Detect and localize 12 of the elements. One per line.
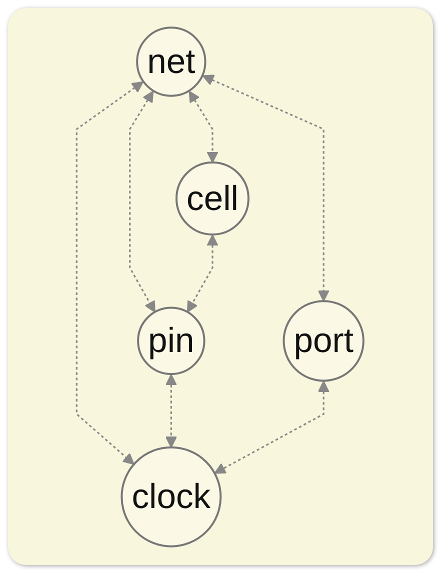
arrow: [166, 374, 178, 448]
arrow: [130, 90, 156, 312]
node-circle: port: [283, 300, 365, 382]
arrow: [189, 90, 219, 162]
node-circle: clock: [121, 446, 222, 547]
node-circle: cell: [176, 160, 250, 235]
node-circle: net: [136, 26, 207, 96]
arrow: [202, 74, 330, 302]
arrow: [214, 380, 330, 474]
arrow: [76, 80, 144, 464]
arrow: [187, 234, 219, 312]
node-circle: pin: [138, 306, 206, 375]
